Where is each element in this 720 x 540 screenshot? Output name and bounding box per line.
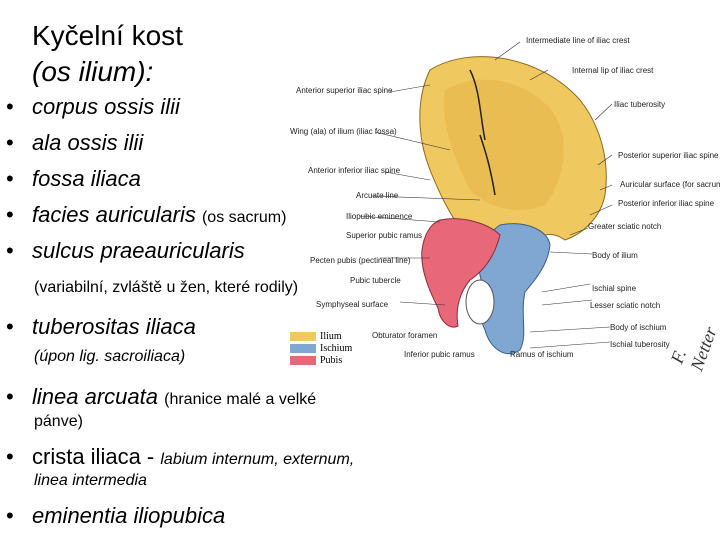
arcuate-line: [479, 134, 496, 196]
label-symphyseal-surface: Symphyseal surface: [316, 300, 389, 309]
label-posterior-inferior-iliac-spine: Posterior inferior iliac spine: [618, 199, 715, 208]
label-arcuate-line: Arcuate line: [356, 191, 399, 200]
label-auricular-surface: Auricular surface (for sacrum): [620, 180, 720, 189]
legend-item-pubis: Pubis: [290, 354, 352, 366]
legend-swatch: [290, 331, 316, 341]
bullet-tuberositas: •tuberositas iliaca: [6, 314, 196, 339]
note-sulcus: (variabilní, zvláště u žen, které rodily…: [34, 279, 299, 296]
label-iliac-tuberosity: Iliac tuberosity: [614, 100, 666, 109]
bullet-text: linea arcuata: [32, 384, 158, 409]
label-greater-sciatic-notch: Greater sciatic notch: [588, 222, 662, 231]
title-sub: (os ilium):: [32, 56, 154, 87]
legend-label: Ilium: [320, 330, 342, 342]
label-anterior-inferior-iliac-spine: Anterior inferior iliac spine: [308, 166, 401, 175]
obturator-foramen: [465, 279, 495, 325]
pubis-shape: [421, 218, 501, 328]
label-obturator-foramen: Obturator foramen: [372, 331, 438, 340]
bullet-text: corpus ossis ilii: [32, 94, 180, 119]
label-pecten-pubis: Pecten pubis (pectineal line): [310, 256, 411, 265]
legend-swatch: [290, 355, 316, 365]
label-wing-of-ilium: Wing (ala) of ilium (iliac fossa): [290, 127, 397, 136]
legend-label: Pubis: [320, 354, 343, 366]
label-ramus-of-ischium: Ramus of ischium: [510, 350, 574, 359]
note-text: linea intermedia: [34, 472, 147, 489]
bullet-note: labium internum, externum,: [160, 451, 355, 468]
bullet-linea: •linea arcuata (hranice malé a velké: [6, 384, 317, 409]
hip-bone-illustration: [359, 41, 613, 355]
slide-title: Kyčelní kost (os ilium):: [32, 18, 183, 90]
title-main: Kyčelní kost: [32, 20, 183, 51]
label-ischial-tuberosity: Ischial tuberosity: [610, 340, 670, 349]
label-body-of-ischium: Body of ischium: [610, 323, 667, 332]
label-ischial-spine: Ischial spine: [592, 284, 637, 293]
note-text: (úpon lig. sacroiliaca): [34, 348, 186, 365]
label-iliopubic-eminence: Iliopubic eminence: [346, 212, 413, 221]
label-superior-pubic-ramus: Superior pubic ramus: [346, 231, 423, 240]
label-anterior-superior-iliac-spine: Anterior superior iliac spine: [296, 86, 393, 95]
bullet-corpus: •corpus ossis ilii: [6, 94, 180, 119]
ischium-shape: [478, 223, 551, 355]
bone-legend: Ilium Ischium Pubis: [290, 330, 352, 366]
label-internal-lip: Internal lip of iliac crest: [572, 66, 654, 75]
legend-item-ilium: Ilium: [290, 330, 352, 342]
note-linea: pánve): [34, 413, 83, 430]
label-pubic-tubercle: Pubic tubercle: [350, 276, 401, 285]
leader-lines: [359, 41, 613, 349]
bullet-note: (os sacrum): [201, 209, 287, 226]
legend-swatch: [290, 343, 316, 353]
bullet-text: eminentia iliopubica: [32, 503, 226, 528]
legend-label: Ischium: [320, 342, 353, 354]
label-lesser-sciatic-notch: Lesser sciatic notch: [590, 301, 661, 310]
note-crista: linea intermedia: [34, 471, 147, 491]
bullet-ala: •ala ossis ilii: [6, 130, 144, 155]
label-inferior-pubic-ramus: Inferior pubic ramus: [404, 350, 475, 359]
iliac-fossa-shade: [444, 79, 564, 210]
legend-item-ischium: Ischium: [290, 342, 352, 354]
bullet-text: facies auricularis: [32, 202, 196, 227]
label-posterior-superior-iliac-spine: Posterior superior iliac spine: [618, 151, 719, 160]
bullet-text: fossa iliaca: [32, 166, 141, 191]
bullet-list: •corpus ossis ilii •ala ossis ilii •foss…: [6, 94, 355, 528]
bullet-note: (hranice malé a velké: [164, 391, 317, 408]
note-tuberositas: (úpon lig. sacroiliaca): [34, 347, 185, 367]
label-body-of-ilium: Body of ilium: [592, 251, 638, 260]
bullet-text: crista iliaca -: [32, 444, 161, 469]
label-intermediate-line: Intermediate line of iliac crest: [526, 36, 630, 45]
bullet-sulcus: •sulcus praeauricularis: [6, 238, 245, 263]
bullet-text: sulcus praeauricularis: [32, 238, 245, 263]
bullet-fossa: •fossa iliaca: [6, 166, 141, 191]
bullet-facies: •facies auricularis (os sacrum): [6, 202, 287, 227]
bullet-text: tuberositas iliaca: [32, 314, 196, 339]
bullet-text: ala ossis ilii: [32, 130, 144, 155]
bullet-eminentia: •eminentia iliopubica: [6, 503, 226, 528]
crest-line: [469, 69, 486, 141]
bullet-crista: •crista iliaca - labium internum, extern…: [6, 444, 355, 469]
